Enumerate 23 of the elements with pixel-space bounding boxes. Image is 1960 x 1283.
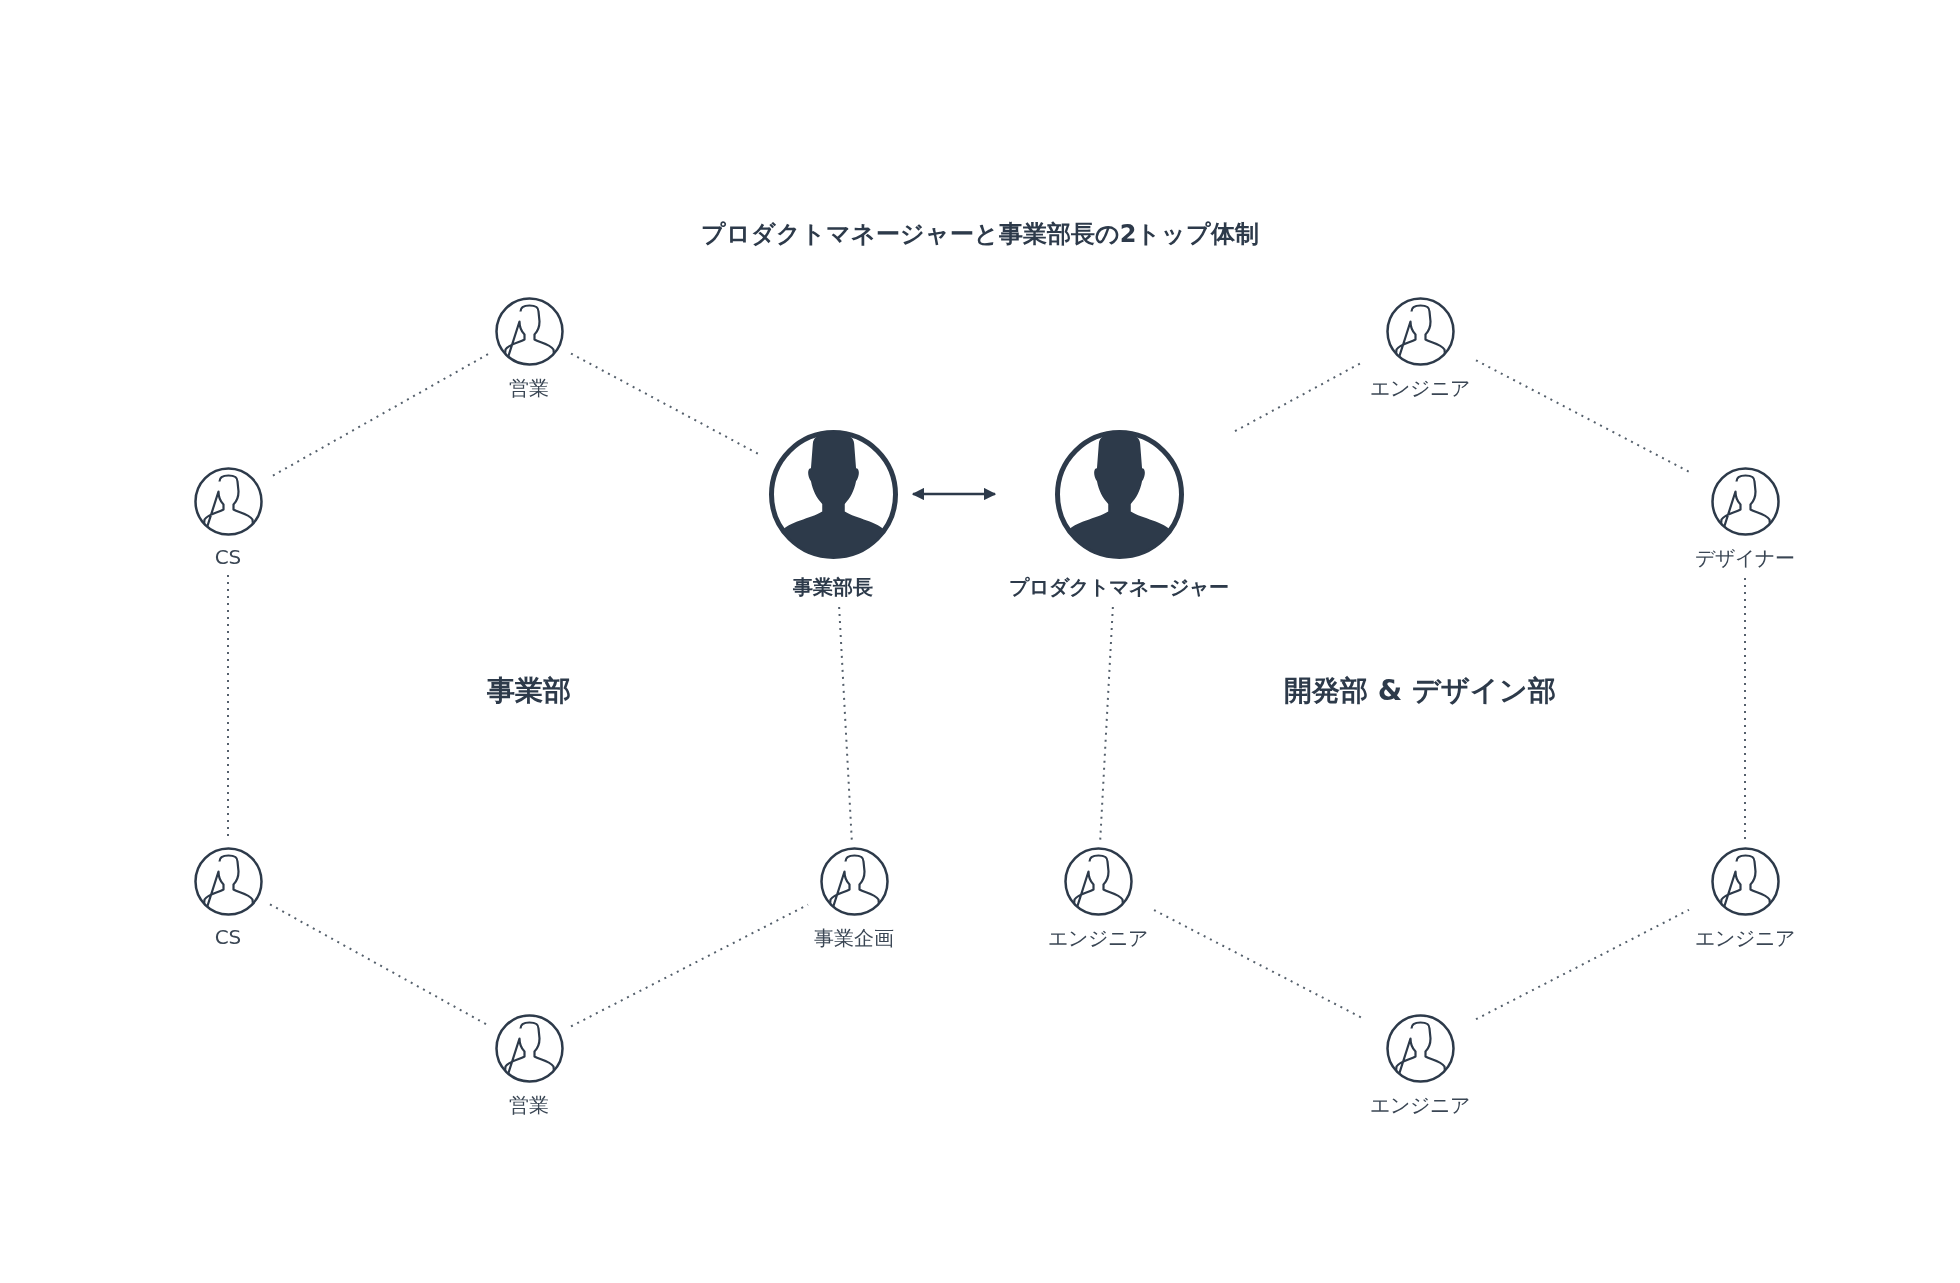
double-arrow	[911, 487, 997, 501]
role-label: プロダクトマネージャー	[1009, 573, 1229, 601]
diagram-title: プロダクトマネージャーと事業部長の2トップ体制	[699, 219, 1261, 250]
group-label: 開発部 & デザイン部	[1284, 673, 1556, 709]
role-label: 事業企画	[814, 924, 894, 952]
dotted-connector	[570, 903, 809, 1028]
role-label: エンジニア	[1695, 924, 1795, 952]
role-label: エンジニア	[1370, 374, 1470, 402]
role-label: 営業	[509, 1091, 549, 1119]
group-label: 事業部	[487, 673, 571, 709]
dotted-connector	[269, 903, 489, 1027]
dotted-connector	[838, 606, 853, 841]
dotted-connector	[1099, 606, 1114, 841]
dotted-connector	[1475, 908, 1690, 1021]
role-label: CS	[214, 924, 242, 949]
role-label: 営業	[509, 374, 549, 402]
dotted-connector	[1475, 359, 1690, 473]
role-label: CS	[214, 544, 242, 569]
role-label: エンジニア	[1048, 924, 1148, 952]
role-label: デザイナー	[1695, 544, 1795, 572]
dotted-connector	[1744, 577, 1746, 841]
role-label: 事業部長	[793, 573, 873, 601]
role-label: エンジニア	[1370, 1091, 1470, 1119]
